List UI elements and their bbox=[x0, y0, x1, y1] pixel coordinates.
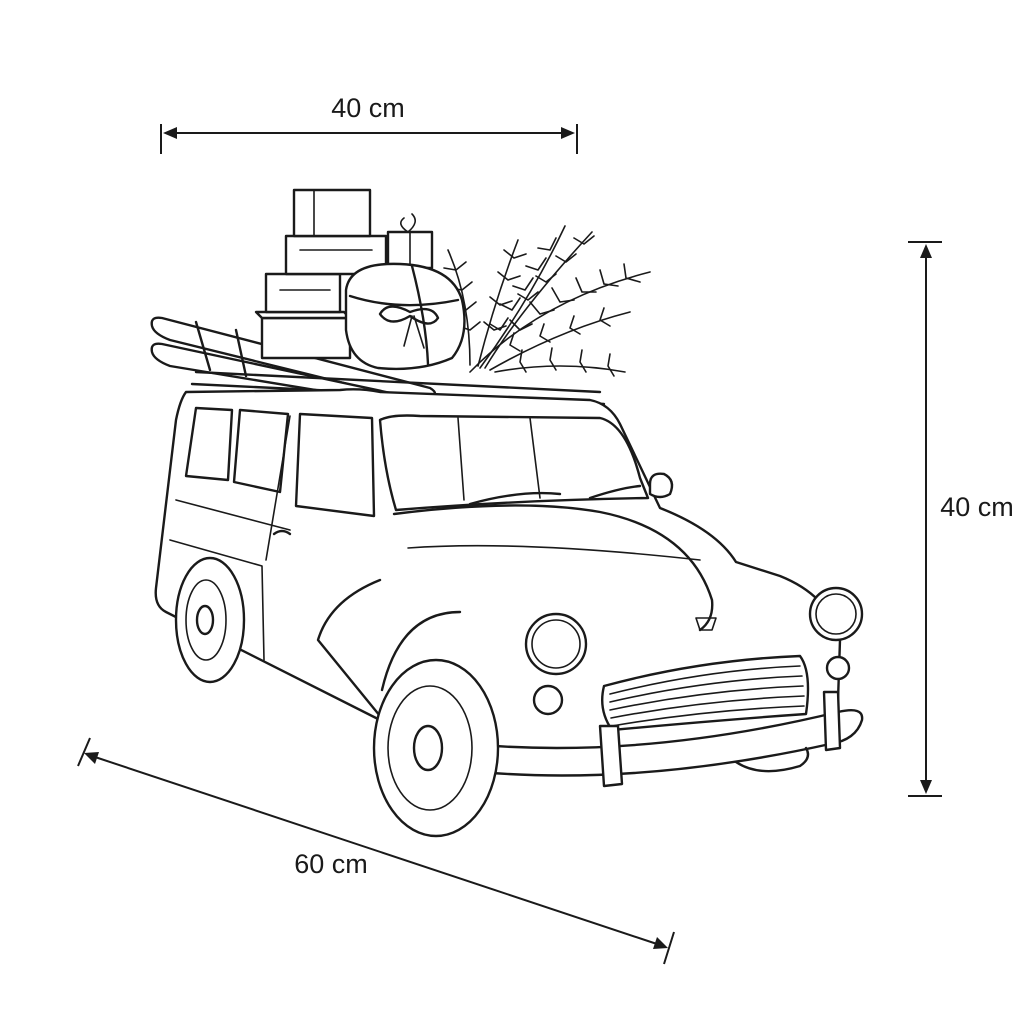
width-arrow-left bbox=[163, 127, 177, 139]
rear-window-2 bbox=[232, 408, 290, 494]
right-fog-light bbox=[825, 655, 851, 681]
right-headlight bbox=[808, 586, 864, 642]
left-fog-light bbox=[532, 684, 564, 716]
woody-car-icon bbox=[150, 188, 864, 838]
width-dimension: 40 cm bbox=[160, 93, 578, 154]
height-dimension: 40 cm bbox=[908, 241, 1014, 797]
depth-label: 60 cm bbox=[294, 849, 368, 879]
rear-wheel bbox=[174, 556, 246, 684]
front-wheel bbox=[372, 658, 500, 838]
width-arrow-right bbox=[561, 127, 575, 139]
door-handle bbox=[272, 529, 292, 536]
left-headlight bbox=[524, 612, 588, 676]
right-front-wheel bbox=[734, 746, 810, 773]
height-label: 40 cm bbox=[940, 492, 1014, 522]
pine-branch-icon bbox=[443, 225, 651, 377]
windshield bbox=[378, 414, 650, 512]
depth-arrow-right bbox=[653, 937, 668, 949]
front-bumper bbox=[466, 709, 864, 777]
depth-line bbox=[91, 755, 661, 946]
width-label: 40 cm bbox=[331, 93, 405, 123]
left-fender bbox=[316, 578, 382, 718]
depth-tick-right bbox=[663, 931, 675, 965]
depth-tick-left bbox=[77, 737, 91, 767]
bumper-guard-right bbox=[822, 690, 842, 752]
side-mirror bbox=[648, 472, 674, 499]
depth-arrow-left bbox=[84, 752, 99, 764]
bumper-guard-left bbox=[598, 724, 624, 788]
hood-badge bbox=[695, 617, 717, 631]
height-arrow-bottom bbox=[920, 780, 932, 794]
round-gift-icon bbox=[344, 262, 466, 371]
depth-dimension: 60 cm bbox=[77, 737, 675, 965]
door-window bbox=[294, 412, 376, 518]
wipers bbox=[468, 484, 642, 506]
gift-stack-icon bbox=[254, 188, 434, 360]
rear-window-1 bbox=[184, 406, 234, 482]
height-arrow-top bbox=[920, 244, 932, 258]
hood bbox=[392, 504, 714, 632]
